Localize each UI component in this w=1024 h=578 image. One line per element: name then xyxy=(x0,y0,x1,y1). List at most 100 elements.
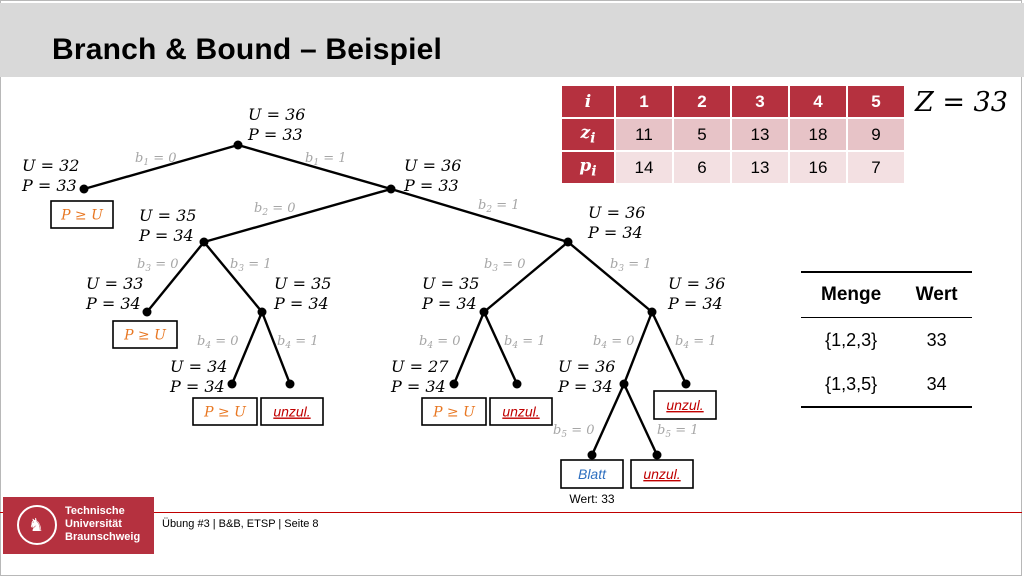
tree-node xyxy=(619,379,629,389)
tree-node xyxy=(257,307,267,317)
tree-edge xyxy=(230,311,264,385)
result-table: Menge Wert {1,2,3} 33 {1,3,5} 34 xyxy=(801,271,972,408)
leaf-box xyxy=(260,397,324,426)
branch-label: b4 = 1 xyxy=(675,334,717,351)
node-profit-label: P = 34 xyxy=(85,294,141,313)
node-bound-label: U = 32 xyxy=(22,156,79,175)
leaf-label: unzul. xyxy=(666,397,703,413)
footer-text: Übung #3 | B&B, ETSP | Seite 8 xyxy=(162,518,319,530)
tree-node xyxy=(479,307,489,317)
footer-divider xyxy=(0,512,1022,513)
logo-line: Universität xyxy=(65,518,122,530)
result-header-wert: Wert xyxy=(901,272,972,318)
logo-line: Technische xyxy=(65,505,125,517)
leaf-label: unzul. xyxy=(273,404,310,420)
logo-line: Braunschweig xyxy=(65,531,141,543)
node-profit-label: P = 34 xyxy=(169,377,225,396)
node-profit-label: P = 34 xyxy=(390,377,446,396)
tree-edge xyxy=(203,241,263,313)
item-index-cell: 3 xyxy=(730,84,790,119)
tree-edge xyxy=(622,311,654,385)
node-profit-label: P = 34 xyxy=(587,223,643,242)
tree-edge xyxy=(590,383,626,456)
tree-node xyxy=(227,379,237,389)
branch-label: b3 = 1 xyxy=(610,257,652,274)
leaf-label: Blatt xyxy=(578,466,607,482)
weight-cell: 5 xyxy=(672,117,732,152)
tree-edge xyxy=(452,311,486,385)
leaf-box xyxy=(421,397,487,426)
title-bar xyxy=(0,3,1024,77)
node-profit-label: P = 34 xyxy=(667,294,723,313)
item-index-cell: 5 xyxy=(846,84,906,119)
logo-text: Technische Universität Braunschweig xyxy=(65,505,140,544)
profit-cell: 16 xyxy=(788,150,848,185)
node-profit-label: P = 33 xyxy=(247,125,303,144)
weight-row-label: zi xyxy=(560,117,616,152)
tree-edge xyxy=(146,241,205,313)
node-profit-label: P = 34 xyxy=(273,294,329,313)
node-bound-label: U = 36 xyxy=(558,357,615,376)
profit-cell: 7 xyxy=(846,150,906,185)
leaf-value-note: Wert: 33 xyxy=(569,492,614,506)
item-table: i 1 2 3 4 5 zi 11 5 13 18 9 pi 14 6 13 1… xyxy=(560,84,906,185)
table-row: {1,3,5} 34 xyxy=(801,362,972,407)
tree-edge xyxy=(83,143,239,191)
tree-node xyxy=(647,307,657,317)
leaf-label: P ≥ U xyxy=(432,405,476,421)
weight-cell: 9 xyxy=(846,117,906,152)
tree-edge xyxy=(203,187,392,244)
branch-label: b3 = 0 xyxy=(137,257,179,274)
node-bound-label: U = 33 xyxy=(86,274,143,293)
node-bound-label: U = 34 xyxy=(170,357,227,376)
slide-title: Branch & Bound – Beispiel xyxy=(52,33,443,66)
tree-node xyxy=(652,450,662,460)
branch-label: b5 = 0 xyxy=(553,423,595,440)
branch-label: b5 = 1 xyxy=(657,423,699,440)
leaf-box xyxy=(192,397,258,426)
branch-label: b4 = 1 xyxy=(277,334,319,351)
node-bound-label: U = 35 xyxy=(274,274,331,293)
result-set-cell: {1,2,3} xyxy=(825,329,878,350)
branch-label: b2 = 0 xyxy=(254,201,296,218)
leaf-box xyxy=(50,200,114,229)
profit-cell: 14 xyxy=(614,150,674,185)
result-set-cell: {1,3,5} xyxy=(825,373,878,394)
leaf-box xyxy=(653,390,717,420)
tree-edge xyxy=(650,311,688,385)
branch-label: b1 = 0 xyxy=(135,151,177,168)
node-bound-label: U = 36 xyxy=(248,105,305,124)
item-index-cell: 4 xyxy=(788,84,848,119)
node-profit-label: P = 34 xyxy=(138,226,194,245)
branch-label: b4 = 0 xyxy=(593,334,635,351)
weight-row: zi 11 5 13 18 9 xyxy=(560,117,906,152)
leaf-label: P ≥ U xyxy=(60,208,104,224)
weight-cell: 13 xyxy=(730,117,790,152)
tree-node xyxy=(587,450,597,460)
leaf-label: unzul. xyxy=(643,466,680,482)
branch-label: b4 = 0 xyxy=(197,334,239,351)
item-table-header-row: i 1 2 3 4 5 xyxy=(560,84,906,119)
tree-node xyxy=(199,237,209,247)
node-profit-label: P = 34 xyxy=(557,377,613,396)
profit-row-label: pi xyxy=(560,150,616,185)
profit-cell: 13 xyxy=(730,150,790,185)
node-bound-label: U = 36 xyxy=(404,156,461,175)
lion-icon: ♞ xyxy=(28,515,45,535)
node-bound-label: U = 35 xyxy=(422,274,479,293)
node-bound-label: U = 36 xyxy=(668,274,725,293)
result-value-cell: 34 xyxy=(926,373,947,394)
branch-label: b2 = 1 xyxy=(478,198,520,215)
branch-label: b1 = 1 xyxy=(305,151,347,168)
result-table-header-row: Menge Wert xyxy=(801,272,972,318)
profit-cell: 6 xyxy=(672,150,732,185)
tree-node xyxy=(142,307,152,317)
result-header-menge: Menge xyxy=(801,272,902,318)
item-index-cell: 2 xyxy=(672,84,732,119)
tree-node xyxy=(386,184,396,194)
tree-edge xyxy=(483,241,569,313)
item-index-cell: 1 xyxy=(614,84,674,119)
result-value-cell: 33 xyxy=(926,329,947,350)
node-bound-label: U = 35 xyxy=(139,206,196,225)
